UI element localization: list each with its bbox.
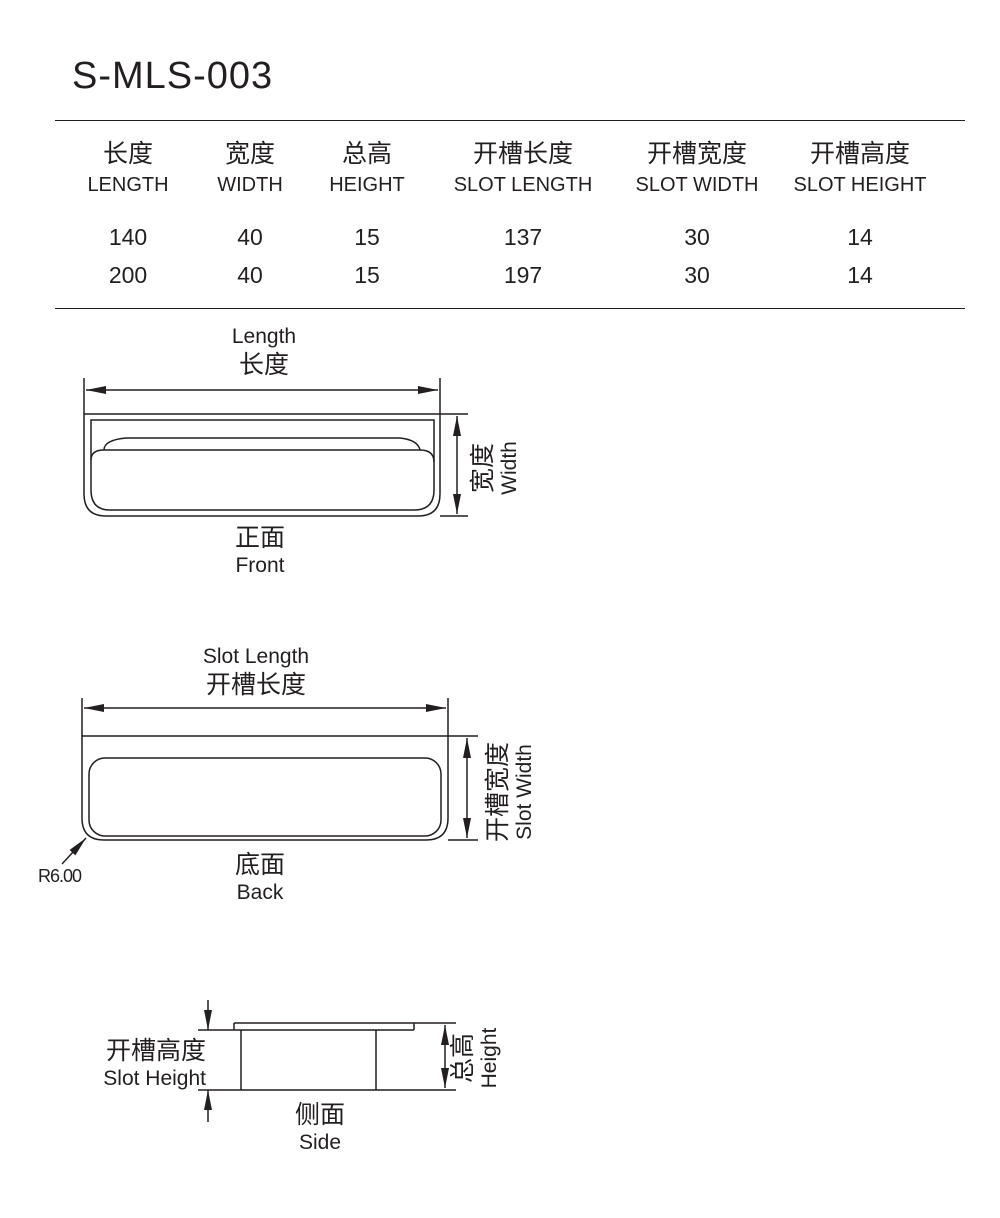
col-slot-height: 开槽高度 SLOT HEIGHT 14 14 — [779, 136, 941, 294]
slot-height-label-en: Slot Height — [103, 1067, 206, 1090]
slot-length-label-cn: 开槽长度 — [205, 670, 306, 699]
col-header-en: WIDTH — [217, 174, 283, 196]
col-header-cn: 宽度 — [224, 139, 275, 168]
col-header-en: SLOT HEIGHT — [793, 174, 927, 196]
height-label-en: Height — [478, 1027, 501, 1089]
slot-length-label: Slot Length 开槽长度 — [176, 644, 336, 700]
table-cell: 15 — [354, 224, 380, 250]
model-title: S-MLS-003 — [72, 55, 274, 97]
col-header-cn: 总高 — [341, 139, 392, 168]
table-cell: 15 — [354, 262, 380, 288]
back-caption-en: Back — [236, 881, 284, 904]
table-cell: 30 — [684, 224, 710, 250]
width-label-en: Width — [498, 441, 521, 495]
col-header-en: HEIGHT — [329, 174, 405, 196]
table-cell: 14 — [847, 262, 873, 288]
front-caption-cn: 正面 — [234, 523, 285, 552]
table-cell: 14 — [847, 224, 873, 250]
length-label-en: Length — [231, 325, 297, 348]
table-cell: 137 — [503, 224, 543, 250]
back-view-outline — [61, 698, 478, 865]
col-header-en: LENGTH — [87, 174, 169, 196]
col-header-cn: 开槽高度 — [809, 139, 910, 168]
table-divider — [55, 308, 965, 309]
height-label-cn: 总高 — [448, 1033, 477, 1084]
col-slot-length: 开槽长度 SLOT LENGTH 137 197 — [435, 136, 611, 294]
back-caption-cn: 底面 — [234, 850, 285, 879]
table-cell: 140 — [108, 224, 148, 250]
radius-leader-arrow — [61, 837, 87, 865]
side-caption-en: Side — [298, 1131, 342, 1154]
table-cell: 30 — [684, 262, 710, 288]
width-label: 宽度 Width — [468, 408, 524, 528]
side-view-caption: 侧面 Side — [260, 1100, 380, 1156]
table-cell: 197 — [503, 262, 543, 288]
front-view-caption: 正面 Front — [200, 523, 320, 579]
col-slot-width: 开槽宽度 SLOT WIDTH 30 30 — [621, 136, 773, 294]
width-label-cn: 宽度 — [468, 443, 497, 494]
slot-height-label: 开槽高度 Slot Height — [70, 1036, 206, 1092]
col-header-cn: 开槽宽度 — [646, 139, 747, 168]
length-label-cn: 长度 — [238, 350, 289, 379]
front-view-outline — [83, 378, 468, 517]
col-header-en: SLOT WIDTH — [635, 174, 759, 196]
slot-width-label-en: Slot Width — [513, 744, 536, 840]
table-cell: 40 — [237, 224, 263, 250]
table-cell: 40 — [237, 262, 263, 288]
slot-width-label: 开槽宽度 Slot Width — [483, 717, 539, 867]
col-length: 长度 LENGTH 140 200 — [73, 136, 183, 294]
col-width: 宽度 WIDTH 40 40 — [200, 136, 300, 294]
height-label: 总高 Height — [448, 1008, 504, 1108]
length-label: Length 长度 — [204, 324, 324, 380]
side-caption-cn: 侧面 — [294, 1100, 345, 1129]
col-header-cn: 长度 — [102, 139, 153, 168]
slot-width-label-cn: 开槽宽度 — [483, 742, 512, 843]
col-height: 总高 HEIGHT 15 15 — [317, 136, 417, 294]
col-header-cn: 开槽长度 — [472, 139, 573, 168]
slot-length-label-en: Slot Length — [202, 645, 310, 668]
front-caption-en: Front — [235, 554, 285, 577]
back-view-caption: 底面 Back — [200, 850, 320, 906]
top-divider — [55, 120, 965, 121]
slot-height-label-cn: 开槽高度 — [105, 1036, 206, 1065]
radius-label: R6.00 — [38, 866, 82, 886]
table-cell: 200 — [108, 262, 148, 288]
col-header-en: SLOT LENGTH — [453, 174, 593, 196]
side-view-outline — [198, 1000, 456, 1122]
